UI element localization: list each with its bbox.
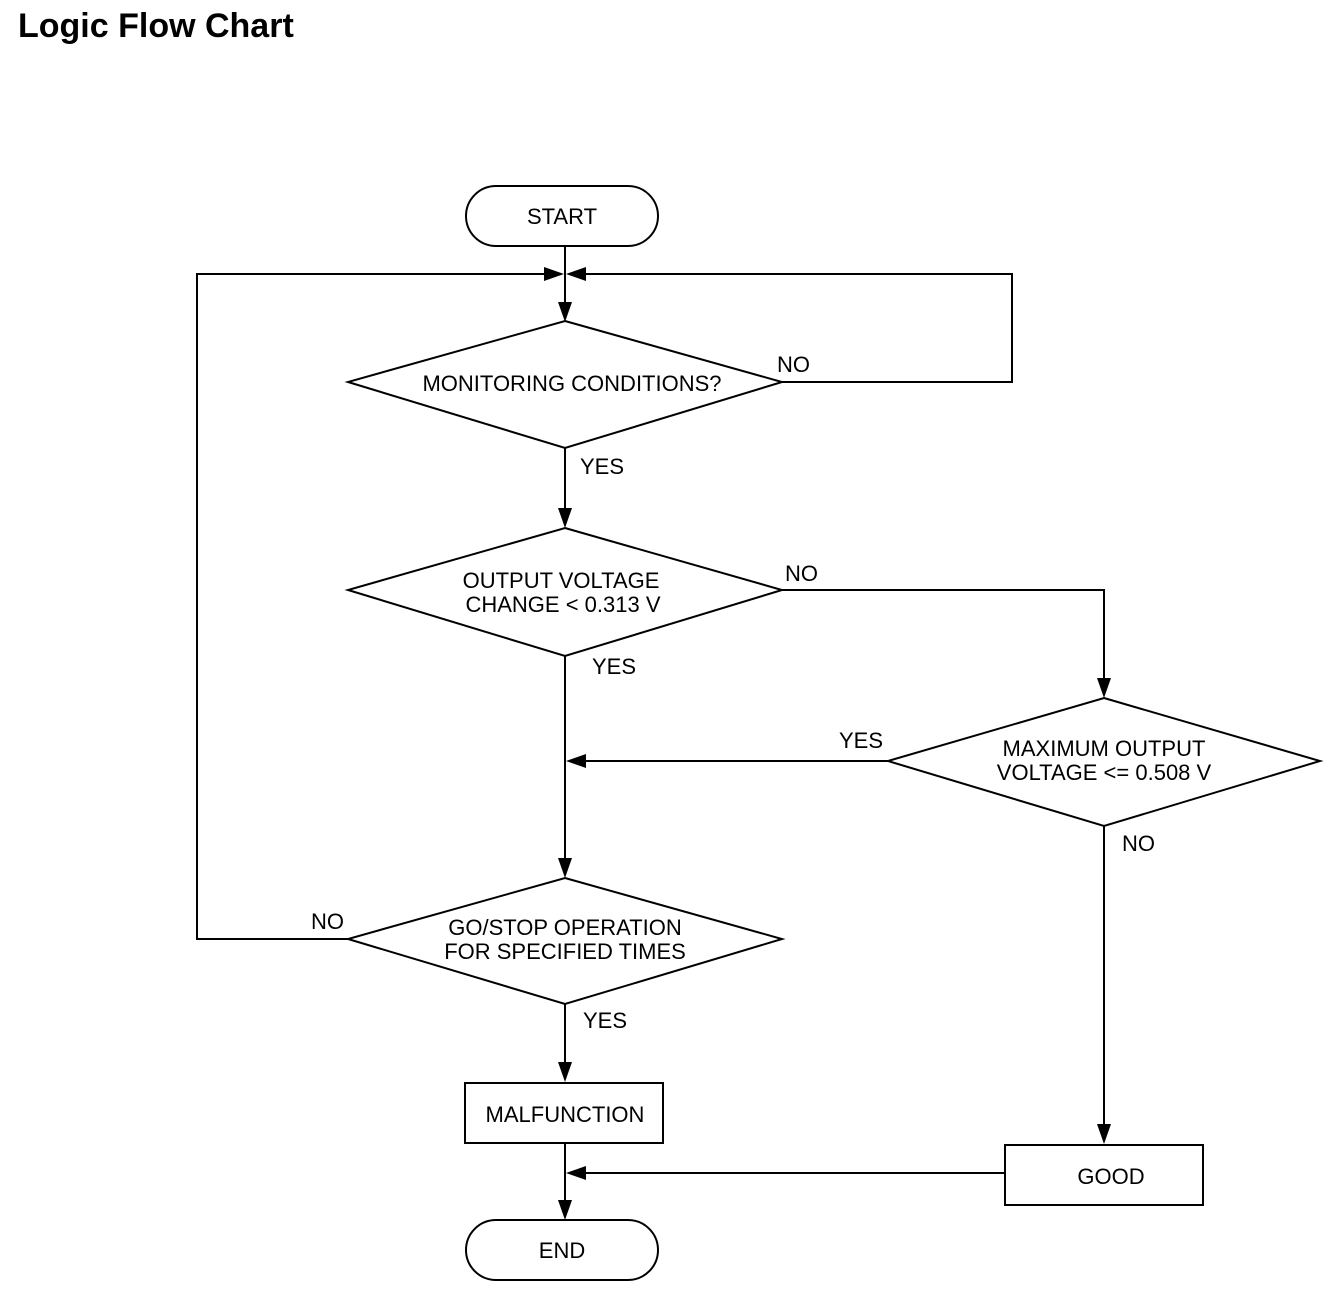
arrowhead [566,754,586,768]
arrowhead [558,858,572,878]
arrowhead [566,267,586,281]
edge-monitoring-no-loop [583,273,1013,383]
arrowhead [544,267,564,281]
go-stop-no-label: NO [311,909,344,934]
end-label: END [539,1238,585,1263]
page-title: Logic Flow Chart [18,7,294,45]
malfunction-label: MALFUNCTION [486,1102,645,1127]
monitoring-label: MONITORING CONDITIONS? [422,371,721,396]
connectors [196,246,1111,1220]
output-change-no-label: NO [785,561,818,586]
max-output-yes-label: YES [839,728,883,753]
arrowhead [1097,1124,1111,1144]
edge-labels: NO YES NO YES YES NO NO YES [311,352,1155,1033]
arrowhead [558,1062,572,1082]
monitoring-yes-label: YES [580,454,624,479]
monitoring-decision: MONITORING CONDITIONS? [344,319,786,450]
go-stop-label-line1: GO/STOP OPERATION [448,915,682,940]
arrowhead [558,1200,572,1220]
output-change-decision: OUTPUT VOLTAGE CHANGE < 0.313 V [344,526,786,658]
start-label: START [527,204,597,229]
max-output-label-line1: MAXIMUM OUTPUT [1003,736,1206,761]
max-output-no-label: NO [1122,831,1155,856]
output-change-yes-label: YES [592,654,636,679]
max-output-label-line2: VOLTAGE <= 0.508 V [997,760,1212,785]
end-node: END [465,1219,659,1281]
go-stop-decision: GO/STOP OPERATION FOR SPECIFIED TIMES [344,876,786,1006]
output-change-label-line2: CHANGE < 0.313 V [465,592,660,617]
max-output-decision: MAXIMUM OUTPUT VOLTAGE <= 0.508 V [884,696,1324,828]
good-box: GOOD [1004,1144,1204,1206]
arrowhead [558,302,572,322]
start-node: START [465,185,659,247]
arrowhead [558,508,572,528]
go-stop-yes-label: YES [583,1008,627,1033]
go-stop-label-line2: FOR SPECIFIED TIMES [444,939,686,964]
good-label: GOOD [1077,1164,1144,1189]
arrowhead [566,1166,586,1180]
malfunction-box: MALFUNCTION [464,1082,664,1144]
edge-go-stop-no-loop [196,273,547,940]
arrowhead [1097,678,1111,698]
monitoring-no-label: NO [777,352,810,377]
edge-output-change-no [782,589,1105,682]
output-change-label-line1: OUTPUT VOLTAGE [463,568,660,593]
